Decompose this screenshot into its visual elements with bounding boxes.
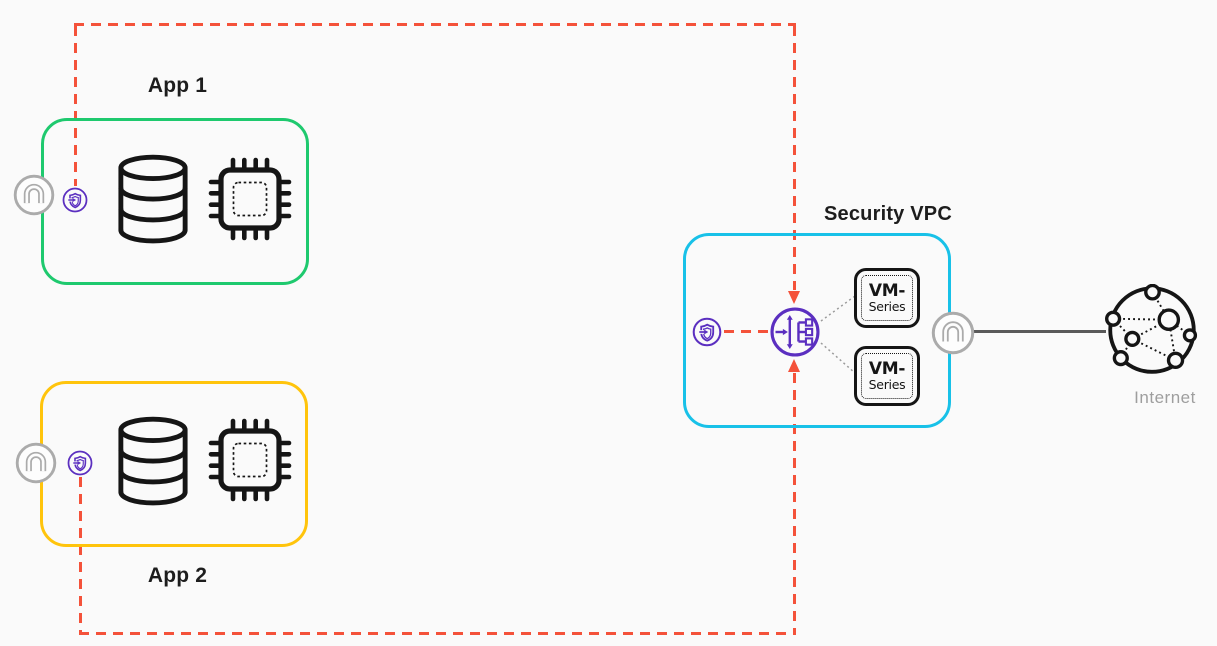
arrow-up-icon [788,359,800,372]
vm-series-1-inner: VM- Series [861,275,913,321]
security-vpc-gwlb-endpoint-icon [692,317,722,347]
traffic-path-bottom [79,632,796,635]
traffic-path-endpoint-to-gwlb [724,330,768,333]
vm-series-firewall-1: VM- Series [854,268,920,328]
app1-title: App 1 [147,74,208,97]
traffic-path-app2-drop [79,477,82,632]
app2-title: App 2 [147,564,208,587]
app1-database-icon [116,153,190,247]
app1-arch-gateway-icon [13,174,55,216]
app2-database-icon [116,415,190,509]
internet-connector-line [974,330,1106,333]
traffic-path-app1-drop [74,26,77,186]
vm-series-1-label-line2: Series [868,298,906,314]
security-vpc-arch-gateway-icon [931,311,975,355]
vm-series-1-label-line1: VM- [868,280,906,301]
gateway-load-balancer-icon [769,306,821,358]
vm-series-firewall-2: VM- Series [854,346,920,406]
app2-gwlb-endpoint-icon [67,450,93,476]
app1-gwlb-endpoint-icon [62,187,88,213]
traffic-path-right-lower [793,373,796,632]
traffic-path-right-upper [793,26,796,290]
security-vpc-title: Security VPC [823,203,952,225]
internet-label: Internet [1134,388,1196,407]
vm-series-2-inner: VM- Series [861,353,913,399]
vm-series-2-label-line2: Series [868,376,906,392]
app2-cpu-chip-icon [206,416,294,504]
app1-cpu-chip-icon [206,155,294,243]
app2-arch-gateway-icon [15,442,57,484]
arrow-down-icon [788,291,800,304]
traffic-path-top [74,23,796,26]
vm-series-2-label-line1: VM- [868,358,906,379]
internet-globe-icon [1104,284,1200,380]
